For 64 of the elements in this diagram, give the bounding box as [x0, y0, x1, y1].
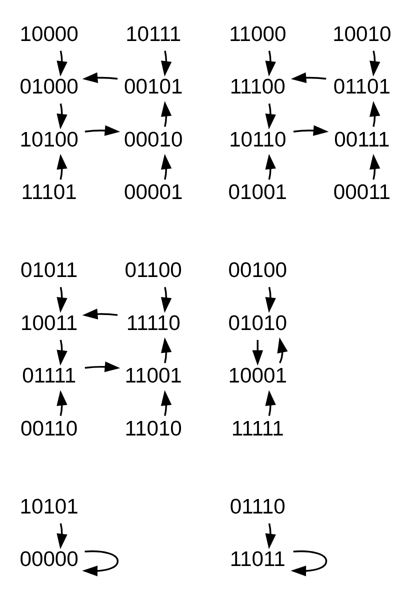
node-text: 10011 — [20, 312, 78, 335]
node-text: 11011 — [230, 548, 286, 572]
arrow — [370, 154, 380, 180]
arrow — [56, 340, 68, 366]
arrow — [252, 340, 263, 366]
node-text: 01110 — [230, 495, 286, 518]
arrow — [370, 101, 380, 127]
node-text: 10110 — [229, 128, 286, 152]
arrow — [84, 125, 120, 136]
arrow — [160, 50, 172, 77]
arrow — [265, 390, 276, 416]
node-text: 00010 — [124, 128, 183, 152]
node-text: 01010 — [228, 312, 287, 335]
node-text: 01000 — [20, 76, 78, 99]
node-text: 00001 — [124, 181, 183, 204]
node-text: 10100 — [20, 128, 78, 152]
node-text: 00110 — [20, 418, 78, 441]
arrow — [265, 103, 276, 130]
arrow — [56, 523, 68, 550]
node-text: 11101 — [21, 181, 77, 204]
node-text: 11001 — [124, 364, 182, 388]
node-text: 11000 — [229, 22, 286, 46]
arrow — [82, 308, 118, 320]
arrow — [160, 286, 172, 313]
arrow — [277, 337, 288, 364]
node-text: 01101 — [333, 76, 390, 99]
node-text: 10111 — [126, 22, 182, 46]
node-text: 00000 — [20, 548, 78, 572]
node-text: 00111 — [334, 128, 390, 152]
arrow — [265, 154, 276, 180]
arrow — [290, 550, 328, 576]
arrow — [56, 154, 68, 180]
node-text: 01001 — [228, 181, 287, 204]
arrow — [56, 390, 68, 416]
node-text: 11010 — [124, 418, 182, 441]
arrow — [160, 101, 172, 127]
arrow — [293, 125, 329, 136]
node-text: 01011 — [20, 259, 78, 282]
node-text: 11111 — [231, 418, 284, 441]
node-text: 10010 — [332, 22, 392, 46]
arrow — [160, 154, 172, 180]
arrow — [84, 362, 120, 372]
arrow — [56, 286, 68, 313]
node-text: 00101 — [124, 76, 183, 99]
node-text: 10101 — [20, 495, 78, 518]
arrow — [265, 523, 276, 550]
arrow — [82, 72, 118, 84]
node-text: 01111 — [22, 364, 76, 388]
arrow — [56, 103, 68, 130]
arrow — [160, 390, 172, 416]
arrow — [160, 337, 172, 364]
arrow — [82, 550, 119, 576]
node-text: 10000 — [20, 22, 78, 46]
arrow — [56, 50, 68, 77]
node-text: 11110 — [126, 312, 180, 335]
arrow — [265, 50, 276, 77]
node-text: 10001 — [228, 364, 287, 388]
node-text: 00011 — [333, 181, 390, 204]
arrow — [290, 72, 326, 84]
arrow — [265, 286, 276, 313]
node-text: 11100 — [230, 76, 286, 99]
arrow — [370, 50, 380, 77]
node-text: 01100 — [124, 259, 182, 282]
node-text: 00100 — [228, 259, 287, 282]
